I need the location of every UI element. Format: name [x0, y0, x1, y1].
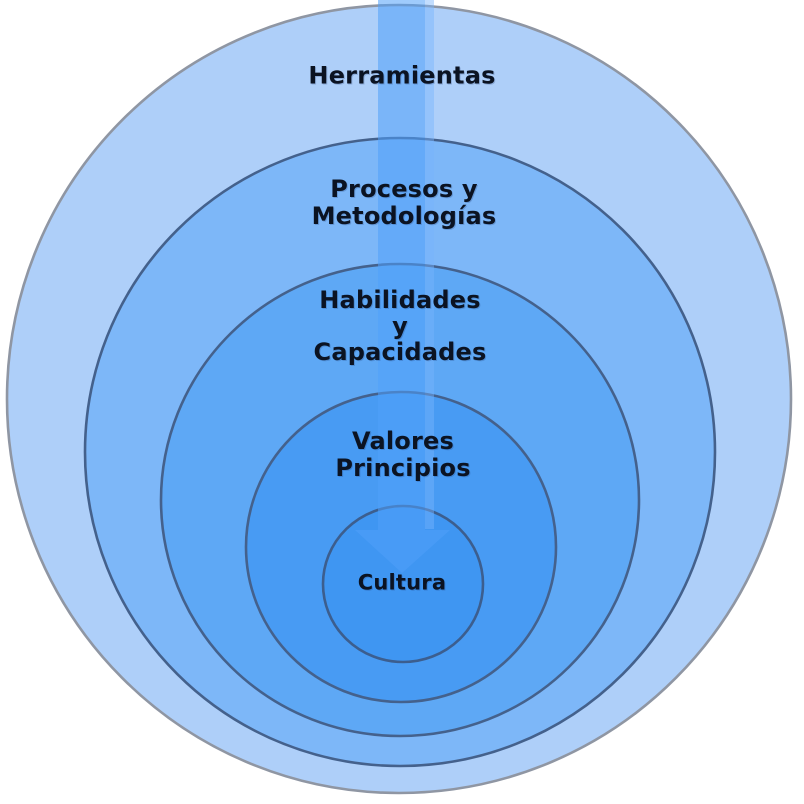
label-habilidades-y-capacidades: Habilidades y Capacidades	[313, 286, 487, 366]
label-herramientas: Herramientas	[308, 61, 496, 90]
down-arrow-highlight	[425, 0, 434, 529]
label-cultura: Cultura	[357, 570, 447, 595]
down-arrow	[355, 0, 450, 573]
label-procesos-y-metodologias: Procesos y Metodologías	[311, 175, 497, 230]
label-valores-principios: Valores Principios	[335, 427, 471, 482]
